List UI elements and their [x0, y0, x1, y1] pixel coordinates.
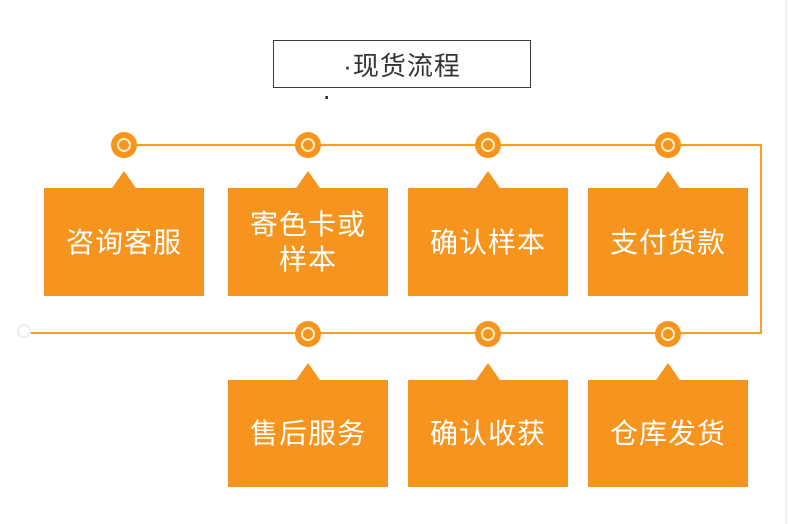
step-box-after-sales-service: 售后服务	[228, 363, 388, 487]
timeline-node-icon	[295, 132, 321, 158]
pointer-up-triangle-icon	[112, 171, 136, 188]
timeline-node-icon	[475, 132, 501, 158]
step-label: 确认样本	[429, 226, 546, 258]
pointer-up-triangle-icon	[656, 363, 680, 380]
node-ring-icon	[301, 138, 315, 152]
timeline-node-icon	[111, 132, 137, 158]
page-right-edge-line	[785, 0, 787, 524]
timeline-node-icon	[655, 132, 681, 158]
node-ring-icon	[117, 138, 131, 152]
timeline-node-icon	[475, 321, 501, 347]
timeline-line-top	[124, 144, 762, 146]
step-box-confirm-receipt: 确认收获	[408, 363, 568, 487]
step-box-warehouse-ship: 仓库发货	[588, 363, 748, 487]
node-ring-icon	[661, 138, 675, 152]
timeline-end-ghost-node-icon	[17, 324, 31, 338]
pointer-up-triangle-icon	[296, 171, 320, 188]
step-label: 售后服务	[249, 418, 366, 449]
stray-bullet-dot: ·	[322, 80, 332, 111]
node-ring-icon	[661, 327, 675, 341]
step-label: 仓库发货	[609, 418, 726, 449]
pointer-up-triangle-icon	[296, 363, 320, 380]
node-ring-icon	[481, 138, 495, 152]
diagram-title: ·现货流程	[343, 50, 461, 81]
pointer-up-triangle-icon	[656, 171, 680, 188]
pointer-up-triangle-icon	[476, 363, 500, 380]
step-label: 确认收获	[429, 418, 546, 449]
step-box-confirm-sample: 确认样本	[408, 171, 568, 296]
step-box-send-color-card-or-sample: 寄色卡或 样本	[228, 171, 388, 296]
diagram-title-box: ·现货流程	[273, 40, 531, 88]
step-label: 寄色卡或 样本	[249, 209, 366, 275]
timeline-line-right	[760, 144, 762, 334]
step-label: 咨询客服	[65, 226, 182, 258]
step-label: 支付货款	[609, 226, 726, 258]
timeline-node-icon	[295, 321, 321, 347]
step-box-consult-service: 咨询客服	[44, 171, 204, 296]
node-ring-icon	[301, 327, 315, 341]
pointer-up-triangle-icon	[476, 171, 500, 188]
timeline-node-icon	[655, 321, 681, 347]
timeline-line-bottom	[29, 332, 762, 334]
node-ring-icon	[481, 327, 495, 341]
step-box-pay-for-goods: 支付货款	[588, 171, 748, 296]
